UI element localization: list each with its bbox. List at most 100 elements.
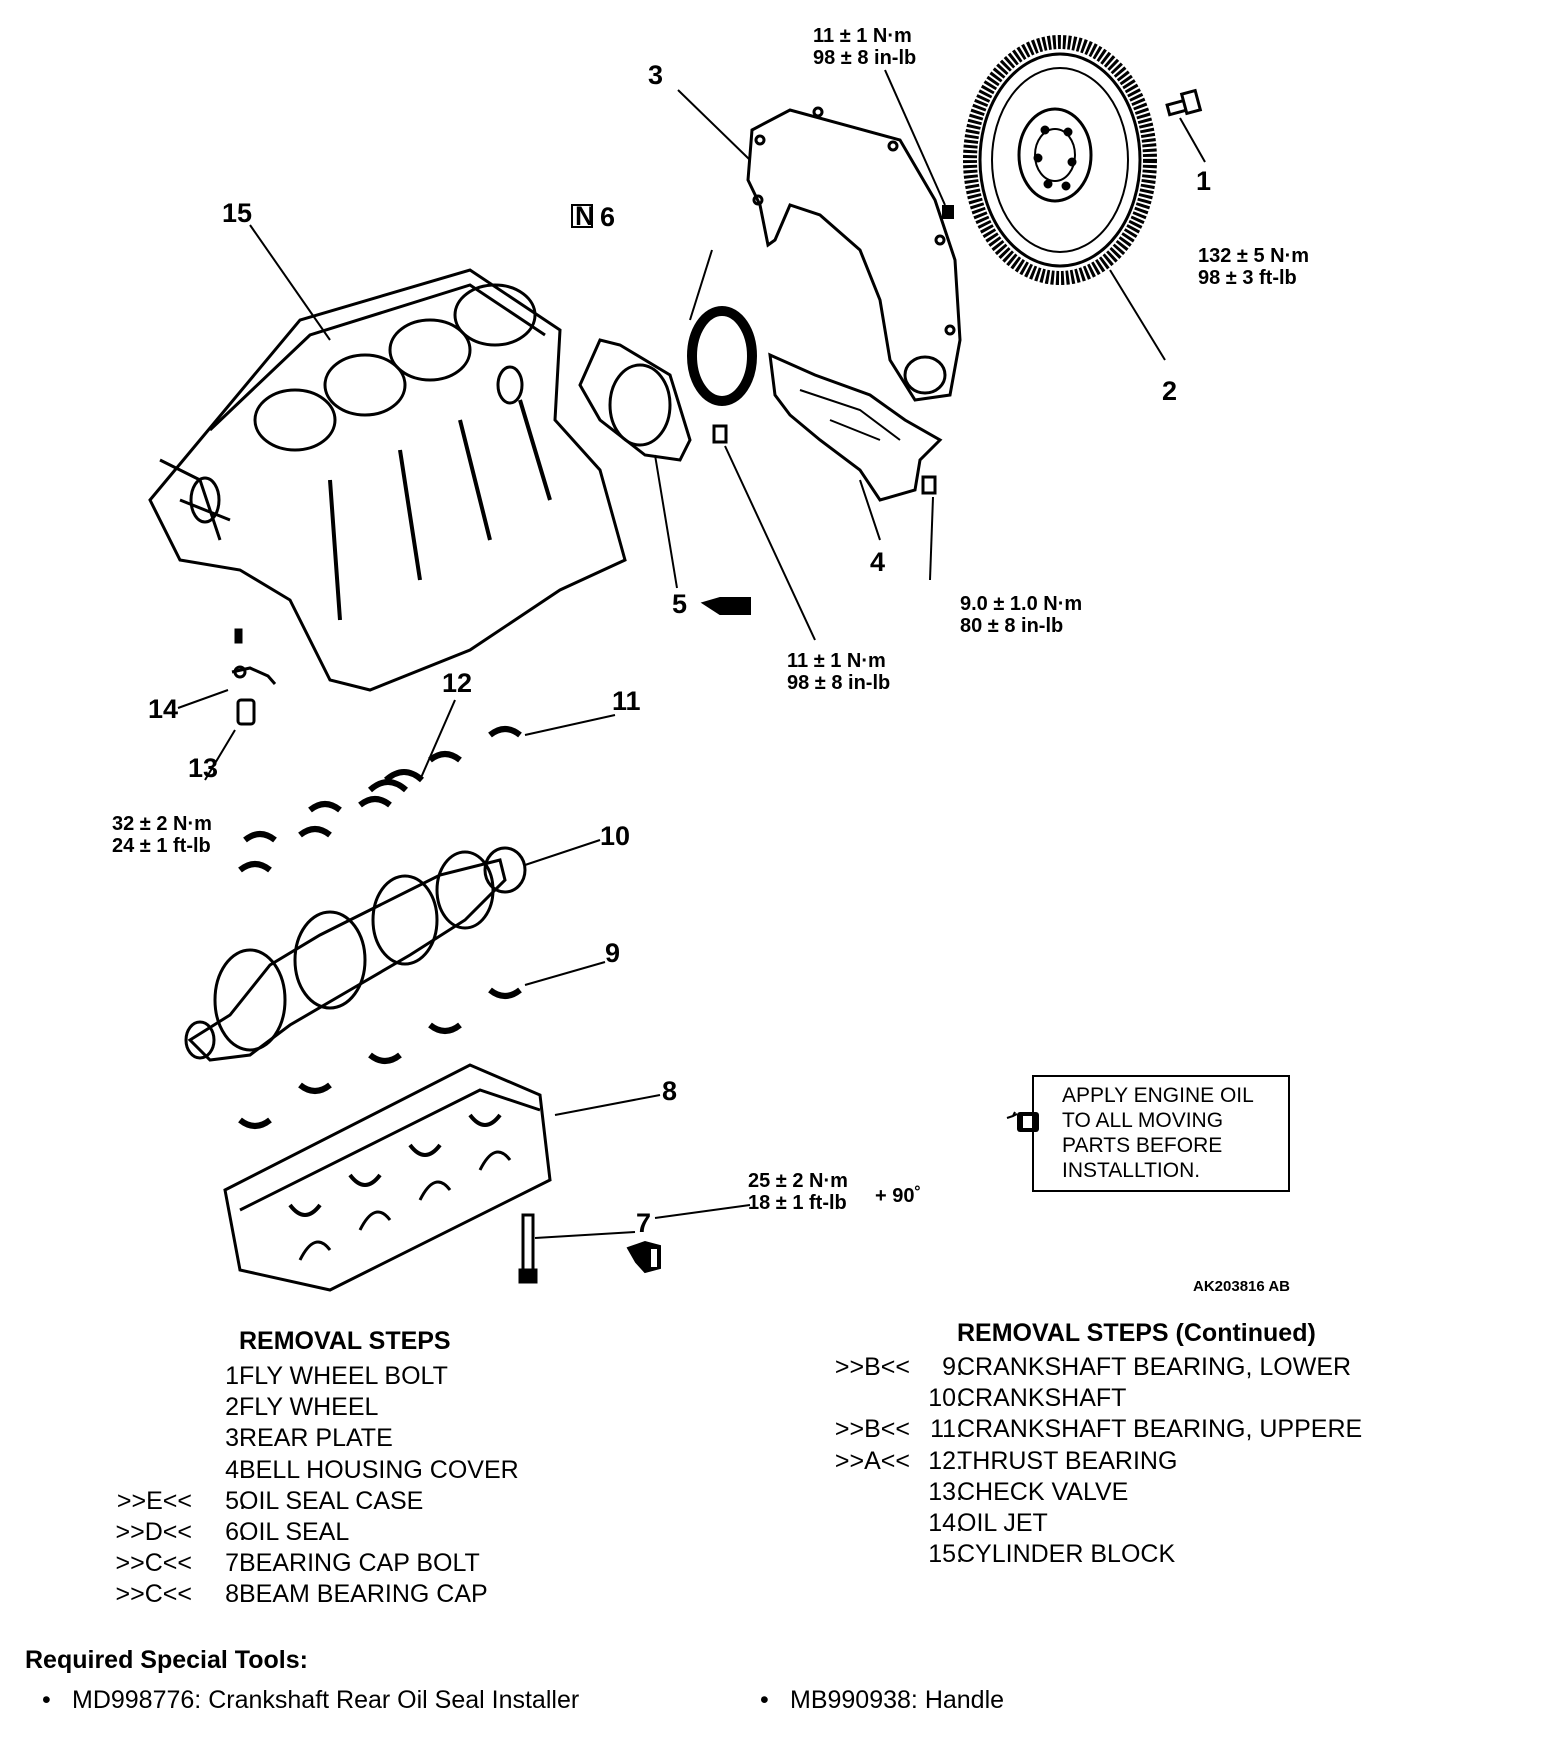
step-row: 3.REAR PLATE <box>40 1423 640 1454</box>
step-number: 14. <box>928 1508 963 1537</box>
svg-text:80 ± 8 in-lb: 80 ± 8 in-lb <box>960 615 1063 637</box>
svg-text:11 ± 1 N·m: 11 ± 1 N·m <box>813 25 912 47</box>
step-row: 4.BELL HOUSING COVER <box>40 1455 640 1486</box>
torque-bearing-cap-bolt: 25 ± 2 N·m 18 ± 1 ft-lb + 90˚ <box>748 1170 921 1214</box>
step-mark: >>A<< <box>834 1446 910 1475</box>
bell-housing-cover-drawing <box>768 352 943 502</box>
step-number: 1. <box>225 1362 246 1390</box>
step-number: 11. <box>930 1415 963 1444</box>
callout-5: 5 <box>672 589 687 619</box>
step-row: 2.FLY WHEEL <box>40 1392 640 1423</box>
callout-10: 10 <box>600 821 630 851</box>
callout-2: 2 <box>1162 376 1177 406</box>
rear-plate-drawing <box>746 106 962 402</box>
step-number: 12. <box>928 1446 963 1475</box>
callout-7: 7 <box>636 1208 651 1238</box>
note-line-1: APPLY ENGINE OIL <box>1062 1084 1254 1107</box>
callout-13: 13 <box>188 753 218 783</box>
bell-housing-bolt-drawing <box>921 475 937 495</box>
svg-text:+ 90˚: + 90˚ <box>875 1184 921 1207</box>
bullet-icon: • <box>42 1686 51 1714</box>
callout-11: 11 <box>612 686 641 716</box>
step-number: 8. <box>225 1580 246 1609</box>
step-number: 3. <box>225 1424 246 1453</box>
special-tool-label: MD998776: Crankshaft Rear Oil Seal Insta… <box>72 1686 580 1714</box>
removal-steps-title: REMOVAL STEPS <box>239 1327 451 1355</box>
callout-6: 6 <box>600 202 615 232</box>
svg-text:98 ± 8 in-lb: 98 ± 8 in-lb <box>813 47 916 69</box>
exploded-view-diagram: 1 2 3 4 5 N 6 7 8 9 10 11 12 13 14 15 13… <box>112 25 1309 1295</box>
svg-text:132 ± 5 N·m: 132 ± 5 N·m <box>1198 245 1309 267</box>
step-label: BELL HOUSING COVER <box>239 1455 519 1484</box>
oil-seal-case-drawing <box>578 338 692 462</box>
step-mark: >>B<< <box>834 1415 910 1444</box>
step-row: 15.CYLINDER BLOCK <box>780 1539 1500 1570</box>
step-number: 9. <box>942 1353 963 1381</box>
crankshaft-drawing <box>184 846 527 1062</box>
step-number: 10. <box>928 1384 963 1413</box>
svg-text:18 ± 1 ft-lb: 18 ± 1 ft-lb <box>748 1192 847 1214</box>
note-line-3: PARTS BEFORE <box>1062 1134 1223 1157</box>
oil-jet-drawing <box>231 628 277 685</box>
torque-flywheel-bolt: 132 ± 5 N·m 98 ± 3 ft-lb <box>1198 245 1309 289</box>
removal-steps-continued-title: REMOVAL STEPS (Continued) <box>957 1319 1316 1347</box>
oil-can-icon <box>626 1240 661 1274</box>
step-mark: >>D<< <box>115 1517 192 1546</box>
callout-12: 12 <box>442 668 472 698</box>
step-number: 7. <box>225 1549 246 1578</box>
step-label: OIL SEAL CASE <box>239 1486 424 1515</box>
callout-9: 9 <box>605 938 620 968</box>
special-tool-item: • MB990938: Handle <box>760 1686 1004 1715</box>
step-label: OIL SEAL <box>239 1517 350 1546</box>
oil-seal-case-bolt-drawing <box>712 424 728 444</box>
step-label: FLY WHEEL BOLT <box>239 1362 448 1390</box>
step-row: >>B<< 11.CRANKSHAFT BEARING, UPPERE <box>780 1414 1500 1445</box>
callout-14: 14 <box>148 694 178 724</box>
torque-check-valve: 32 ± 2 N·m 24 ± 1 ft-lb <box>112 813 212 857</box>
callout-15: 15 <box>222 198 252 228</box>
special-tool-label: MB990938: Handle <box>790 1686 1005 1714</box>
svg-text:25 ± 2 N·m: 25 ± 2 N·m <box>748 1170 848 1192</box>
step-number: 2. <box>225 1393 246 1422</box>
step-number: 5. <box>225 1486 246 1515</box>
new-part-marker-label: N <box>575 201 595 231</box>
torque-bell-housing-bolt: 9.0 ± 1.0 N·m 80 ± 8 in-lb <box>960 593 1082 637</box>
engine-oil-note: APPLY ENGINE OIL TO ALL MOVING PARTS BEF… <box>1032 1075 1290 1192</box>
step-row: >>E<< 5.OIL SEAL CASE <box>40 1486 640 1517</box>
step-label: CYLINDER BLOCK <box>957 1540 1176 1569</box>
step-label: CRANKSHAFT BEARING, LOWER <box>957 1353 1352 1381</box>
step-number: 13. <box>928 1477 963 1506</box>
flywheel-drawing <box>963 35 1157 285</box>
step-mark: >>B<< <box>834 1353 910 1381</box>
flywheel-bolt-drawing <box>1165 88 1203 117</box>
step-row: >>D<<6.OIL SEAL <box>40 1517 640 1548</box>
leader-lines <box>177 69 1206 1239</box>
svg-text:24 ± 1 ft-lb: 24 ± 1 ft-lb <box>112 835 211 857</box>
upper-bearings-drawing <box>238 726 522 873</box>
bullet-icon: • <box>760 1686 769 1714</box>
figure-reference: AK203816 AB <box>1193 1278 1290 1295</box>
step-label: BEAM BEARING CAP <box>239 1580 488 1609</box>
callout-3: 3 <box>648 60 663 90</box>
cylinder-block-drawing <box>148 268 627 692</box>
note-line-2: TO ALL MOVING <box>1062 1109 1224 1132</box>
step-mark: >>E<< <box>116 1486 192 1515</box>
svg-text:32 ± 2 N·m: 32 ± 2 N·m <box>112 813 212 835</box>
step-label: OIL JET <box>957 1508 1048 1537</box>
step-label: THRUST BEARING <box>957 1446 1178 1475</box>
beam-bearing-cap-drawing <box>223 1063 552 1292</box>
step-label: FLY WHEEL <box>239 1393 379 1422</box>
step-label: BEARING CAP BOLT <box>239 1549 480 1578</box>
step-row: 10.CRANKSHAFT <box>780 1383 1500 1414</box>
new-part-marker: N <box>571 201 595 231</box>
check-valve-drawing <box>236 698 256 726</box>
svg-text:98 ± 3 ft-lb: 98 ± 3 ft-lb <box>1198 267 1297 289</box>
step-label: CRANKSHAFT <box>957 1384 1127 1413</box>
step-row: 14.OIL JET <box>780 1508 1500 1539</box>
lower-bearings-drawing <box>238 987 522 1129</box>
step-row: >>B<< 9.CRANKSHAFT BEARING, LOWER <box>780 1352 1500 1383</box>
step-label: CRANKSHAFT BEARING, UPPERE <box>957 1415 1363 1444</box>
step-row: >>A<< 12.THRUST BEARING <box>780 1446 1500 1477</box>
step-number: 4. <box>225 1455 246 1484</box>
step-label: CHECK VALVE <box>957 1477 1129 1506</box>
